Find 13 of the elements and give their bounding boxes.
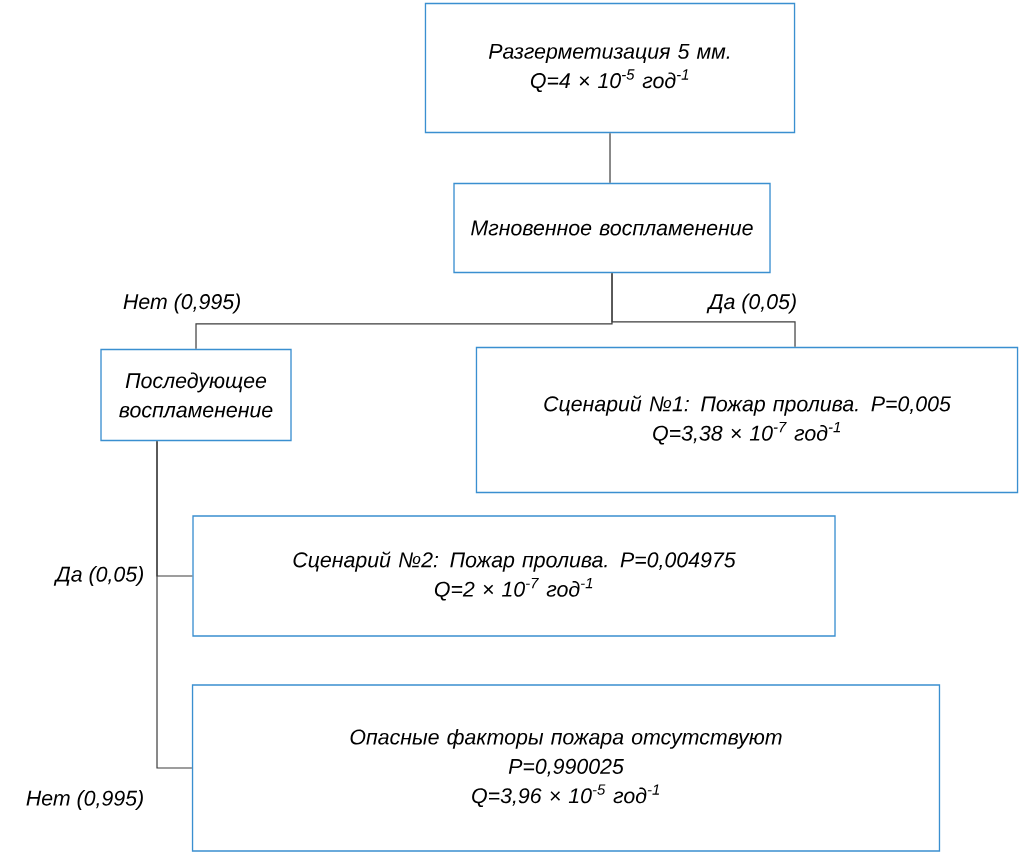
process-box: Опасные факторы пожара отсутствуют P=0,990025 Q=3,96 × 10$^{-5}$ год$^{-1}$ [191,684,941,852]
connector-line [156,440,193,769]
process-box: Сценарий №2: Пожар пролива. P=0,004975 Q=2 × 10$^{-7}$ год$^{-1}$ [192,515,836,637]
process-box: Мгновенное воспламенение [453,182,771,274]
edge-label: Нет (0,995) [120,290,244,317]
connector-line [609,132,611,184]
edge-label: Да (0,05) [705,290,800,317]
edge-label: Да (0,05) [53,563,147,589]
process-box: Сценарий №1: Пожар пролива. P=0,005 Q=3,38 × 10$^{-7}$ год$^{-1}$ [475,346,1019,494]
process-box: Последующее воспламенение [100,348,292,442]
edge-label: Нет (0,995) [23,787,147,813]
connector-line [611,272,796,348]
process-box: Разгерметизация 5 мм. Q=4 × 10$^{-5}$ год$^{-1}$ [424,2,796,134]
